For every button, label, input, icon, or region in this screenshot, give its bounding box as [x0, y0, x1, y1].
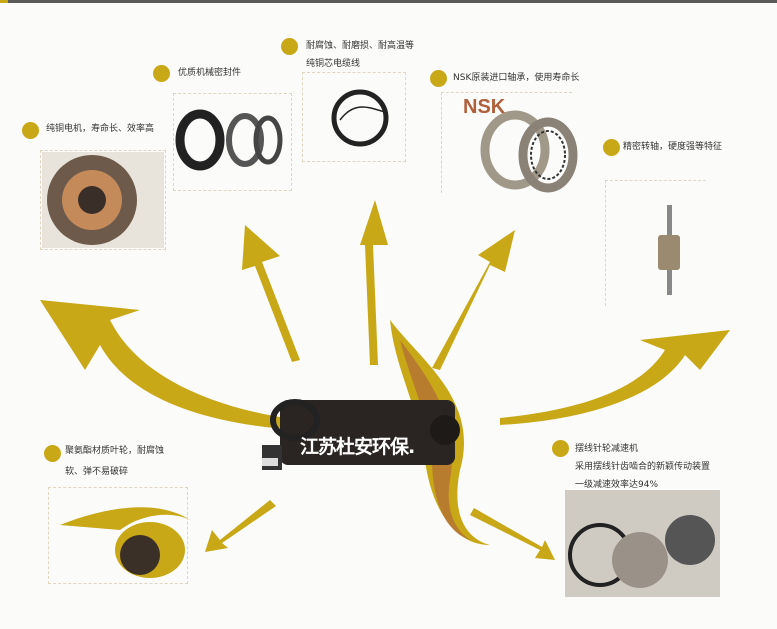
cable-frame [302, 72, 406, 162]
feature-reducer-label-2: 采用摆线针齿啮合的新颖传动装置 [575, 462, 711, 472]
arrow-bearing [432, 230, 515, 370]
shaft-image [658, 205, 680, 295]
impeller-image [60, 507, 190, 578]
arrow-left-big [40, 300, 300, 430]
arrow-right-big [500, 330, 730, 425]
seal-frame [173, 93, 292, 191]
bearing-image [480, 110, 578, 193]
impeller-frame [48, 487, 188, 584]
motor-image [42, 152, 164, 248]
feature-reducer-label-1: 摆线针轮减速机 [575, 444, 639, 454]
arrow-seal [242, 225, 300, 362]
arrow-impeller [205, 500, 276, 552]
feature-shaft-label: 精密转轴，硬度强等特征 [623, 142, 723, 152]
motor-frame [40, 150, 166, 250]
nsk-logo: NSK [463, 96, 506, 118]
feature-impeller-label-1: 聚氨酯材质叶轮，耐腐蚀 [65, 446, 165, 456]
bullet-icon [603, 139, 620, 156]
bullet-icon [44, 445, 61, 462]
feature-cable-label-1: 耐腐蚀、耐磨损、耐高温等 [306, 41, 415, 51]
feature-impeller-label-2: 软、弹不易破碎 [65, 467, 129, 477]
bullet-icon [552, 440, 569, 457]
seal-image [175, 109, 283, 171]
bullet-icon [430, 70, 447, 87]
center-machine [262, 399, 460, 470]
shaft-frame [605, 180, 706, 306]
feature-bearing-label: NSK原装进口轴承，使用寿命长 [453, 73, 580, 83]
bullet-icon [281, 38, 298, 55]
bullet-icon [22, 122, 39, 139]
reducer-image [565, 490, 720, 597]
bullet-icon [153, 65, 170, 82]
feature-cable-label-2: 纯铜芯电缆线 [306, 59, 361, 69]
feature-seal-label: 优质机械密封件 [178, 68, 242, 78]
center-watermark: 江苏杜安环保. [300, 436, 415, 458]
arrow-reducer [470, 508, 555, 560]
bearing-frame [441, 92, 572, 193]
feature-motor-label: 纯铜电机，寿命长、效率高 [46, 124, 155, 134]
feature-reducer-label-3: 一级减速效率达94% [575, 480, 659, 490]
top-bar [0, 0, 777, 3]
cable-image [331, 89, 389, 147]
arrow-cable [360, 200, 388, 365]
